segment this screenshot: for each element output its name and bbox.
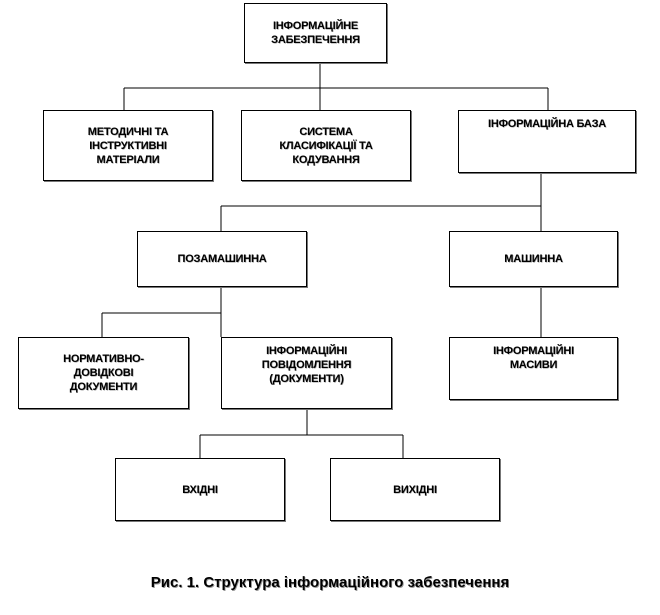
node-root: ІНФОРМАЦІЙНЕ ЗАБЕЗПЕЧЕННЯ [244, 3, 387, 63]
node-classification: СИСТЕМА КЛАСИФІКАЦІЇ ТА КОДУВАННЯ [241, 110, 411, 181]
node-arrays: ІНФОРМАЦІЙНІ МАСИВИ [449, 337, 618, 400]
node-output: ВИХІДНІ [330, 458, 500, 521]
node-messages: ІНФОРМАЦІЙНІ ПОВІДОМЛЕННЯ (ДОКУМЕНТИ) [221, 337, 392, 409]
node-offmachine: ПОЗАМАШИННА [137, 231, 307, 287]
node-methodical: МЕТОДИЧНІ ТА ІНСТРУКТИВНІ МАТЕРІАЛИ [43, 110, 213, 181]
node-input: ВХІДНІ [115, 458, 285, 521]
node-infobase: ІНФОРМАЦІЙНА БАЗА [458, 110, 636, 173]
node-normative: НОРМАТИВНО- ДОВІДКОВІ ДОКУМЕНТИ [18, 337, 189, 409]
node-machine: МАШИННА [449, 231, 618, 287]
figure-caption: Рис. 1. Структура інформаційного забезпе… [150, 574, 510, 591]
